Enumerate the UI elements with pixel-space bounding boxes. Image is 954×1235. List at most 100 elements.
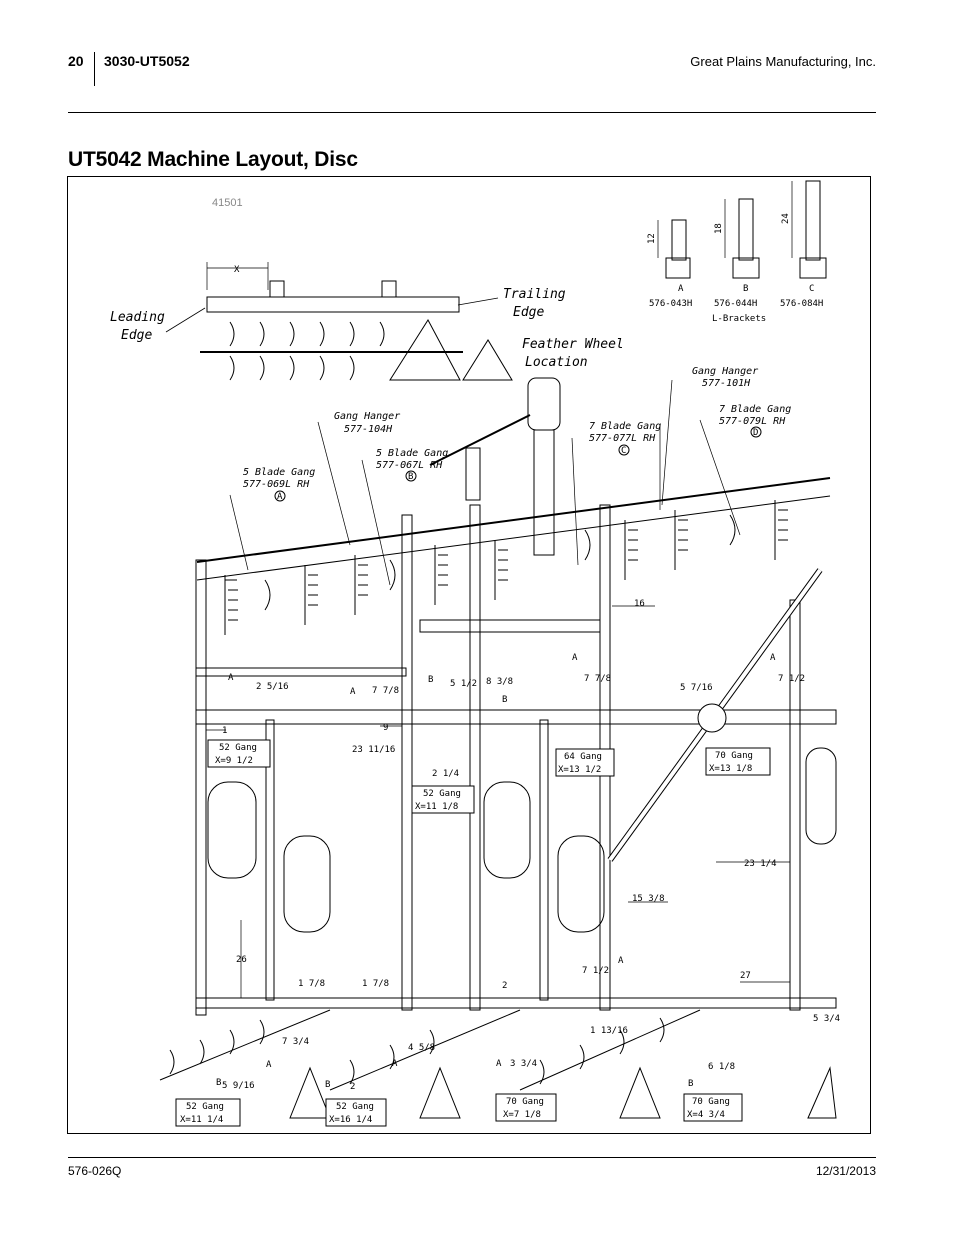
- header-rule: [68, 112, 876, 113]
- leading-edge-1: Leading: [110, 310, 165, 325]
- callout-6-l2: 577-079L RH: [719, 416, 786, 427]
- dim-23-11-16: 23 11/16: [352, 745, 395, 755]
- gang-overview: [165, 262, 513, 381]
- gang-box-5-l2: X=11 1/4: [180, 1115, 223, 1125]
- callout-leaders: [229, 379, 741, 586]
- brackets-caption: L-Brackets: [712, 314, 766, 324]
- point-label: A: [266, 1060, 272, 1070]
- x-label: X: [234, 265, 240, 275]
- callout-3-l2: 577-069L RH: [243, 479, 310, 490]
- dim-2-5-16: 2 5/16: [256, 682, 289, 692]
- dim-5-9-16: 5 9/16: [222, 1081, 255, 1091]
- dim-4-5-8: 4 5/8: [408, 1043, 435, 1053]
- gang-box-7-l1: 70 Gang: [506, 1097, 544, 1107]
- dim-16: 16: [634, 599, 645, 609]
- dim-2: 2: [502, 981, 507, 991]
- dim-6-1-8: 6 1/8: [708, 1062, 735, 1072]
- callout-1-l2: 577-104H: [344, 424, 393, 435]
- dim-1: 1: [222, 726, 227, 736]
- dim-2-1-4: 2 1/4: [432, 769, 459, 779]
- callout-2-marker: B: [408, 472, 413, 482]
- callout-3-l1: 5 Blade Gang: [243, 467, 315, 478]
- dim-1-7-8-b: 1 7/8: [362, 979, 389, 989]
- point-label: A: [572, 653, 578, 663]
- bracket-b-dim: 18: [714, 223, 724, 234]
- callout-5-l1: Gang Hanger: [692, 366, 758, 377]
- callout-6-marker: D: [753, 428, 758, 438]
- point-label: A: [496, 1059, 502, 1069]
- footer-date: 12/31/2013: [815, 1164, 876, 1178]
- callout-2-l1: 5 Blade Gang: [376, 448, 448, 459]
- figure-frame: [67, 176, 871, 1134]
- point-label: A: [228, 673, 234, 683]
- callout-4-l2: 577-077L RH: [589, 433, 656, 444]
- point-label: B: [216, 1078, 221, 1088]
- footer-rule: [68, 1157, 876, 1158]
- bracket-a-part: 576-043H: [649, 299, 692, 309]
- point-label: B: [325, 1080, 330, 1090]
- gang-box-6-l1: 52 Gang: [336, 1102, 374, 1112]
- page-title: UT5042 Machine Layout, Disc: [68, 148, 358, 171]
- point-label: A: [350, 687, 356, 697]
- l-bracket-a: [657, 219, 691, 279]
- callout-2-l2: 577-067L RH: [376, 460, 443, 471]
- dim-9: 9: [383, 723, 388, 733]
- dimension-lines: [206, 605, 790, 998]
- dim-7-3-4: 7 3/4: [282, 1037, 309, 1047]
- bracket-c-dim: 24: [781, 213, 791, 224]
- point-label: A: [392, 1059, 398, 1069]
- dim-27: 27: [740, 971, 751, 981]
- bracket-c-letter: C: [809, 284, 814, 294]
- point-label: B: [502, 695, 507, 705]
- dim-7-7-8-top: 7 7/8: [584, 674, 611, 684]
- gang-box-5-l1: 52 Gang: [186, 1102, 224, 1112]
- leading-edge-2: Edge: [121, 328, 152, 343]
- dim-5-7-16: 5 7/16: [680, 683, 713, 693]
- feather-wheel-2: Location: [525, 355, 588, 370]
- page-number: 20: [68, 53, 84, 69]
- trailing-edge-2: Edge: [513, 305, 544, 320]
- dim-7-1-2-top: 7 1/2: [778, 674, 805, 684]
- callout-6-l1: 7 Blade Gang: [719, 404, 791, 415]
- feather-wheel-1: Feather Wheel: [522, 337, 624, 352]
- feather-wheel: [429, 377, 561, 556]
- dim-15-3-8: 15 3/8: [632, 894, 665, 904]
- bottom-gangs: [159, 1009, 837, 1119]
- bracket-c-part: 576-084H: [780, 299, 823, 309]
- dim-8-3-8: 8 3/8: [486, 677, 513, 687]
- dim-3-3-4: 3 3/4: [510, 1059, 537, 1069]
- gang-box-1-l1: 52 Gang: [219, 743, 257, 753]
- gang-box-7-l2: X=7 1/8: [503, 1110, 541, 1120]
- dim-5-3-4: 5 3/4: [813, 1014, 840, 1024]
- gang-box-3-l1: 64 Gang: [564, 752, 602, 762]
- dim-23-1-4: 23 1/4: [744, 859, 777, 869]
- point-label: B: [428, 675, 433, 685]
- dim-7-1-2-low: 7 1/2: [582, 966, 609, 976]
- gang-box-8-l2: X=4 3/4: [687, 1110, 725, 1120]
- figure-number: 41501: [212, 197, 243, 209]
- dim-1-7-8-a: 1 7/8: [298, 979, 325, 989]
- gang-box-1-l2: X=9 1/2: [215, 756, 253, 766]
- point-label: B: [688, 1079, 693, 1089]
- gang-box-4-l1: 70 Gang: [715, 751, 753, 761]
- gang-box-8-l1: 70 Gang: [692, 1097, 730, 1107]
- callout-5-l2: 577-101H: [702, 378, 751, 389]
- callout-4-marker: C: [621, 446, 626, 456]
- gang-springs: [224, 500, 788, 635]
- l-bracket-b: [724, 198, 760, 279]
- marker-circles: [274, 426, 762, 502]
- footer-doc-number: 576-026Q: [68, 1164, 122, 1178]
- tires: [207, 747, 837, 933]
- document-id: 3030-UT5052: [104, 53, 190, 69]
- gang-box-6-l2: X=16 1/4: [329, 1115, 372, 1125]
- callout-3-marker: A: [277, 492, 283, 502]
- gang-box-3-l2: X=13 1/2: [558, 765, 601, 775]
- callout-1-l1: Gang Hanger: [334, 411, 400, 422]
- callout-4-l1: 7 Blade Gang: [589, 421, 661, 432]
- dim-5-1-2: 5 1/2: [450, 679, 477, 689]
- bracket-b-letter: B: [743, 284, 748, 294]
- company-name: Great Plains Manufacturing, Inc.: [690, 54, 876, 69]
- bracket-b-part: 576-044H: [714, 299, 757, 309]
- gang-box-2-l1: 52 Gang: [423, 789, 461, 799]
